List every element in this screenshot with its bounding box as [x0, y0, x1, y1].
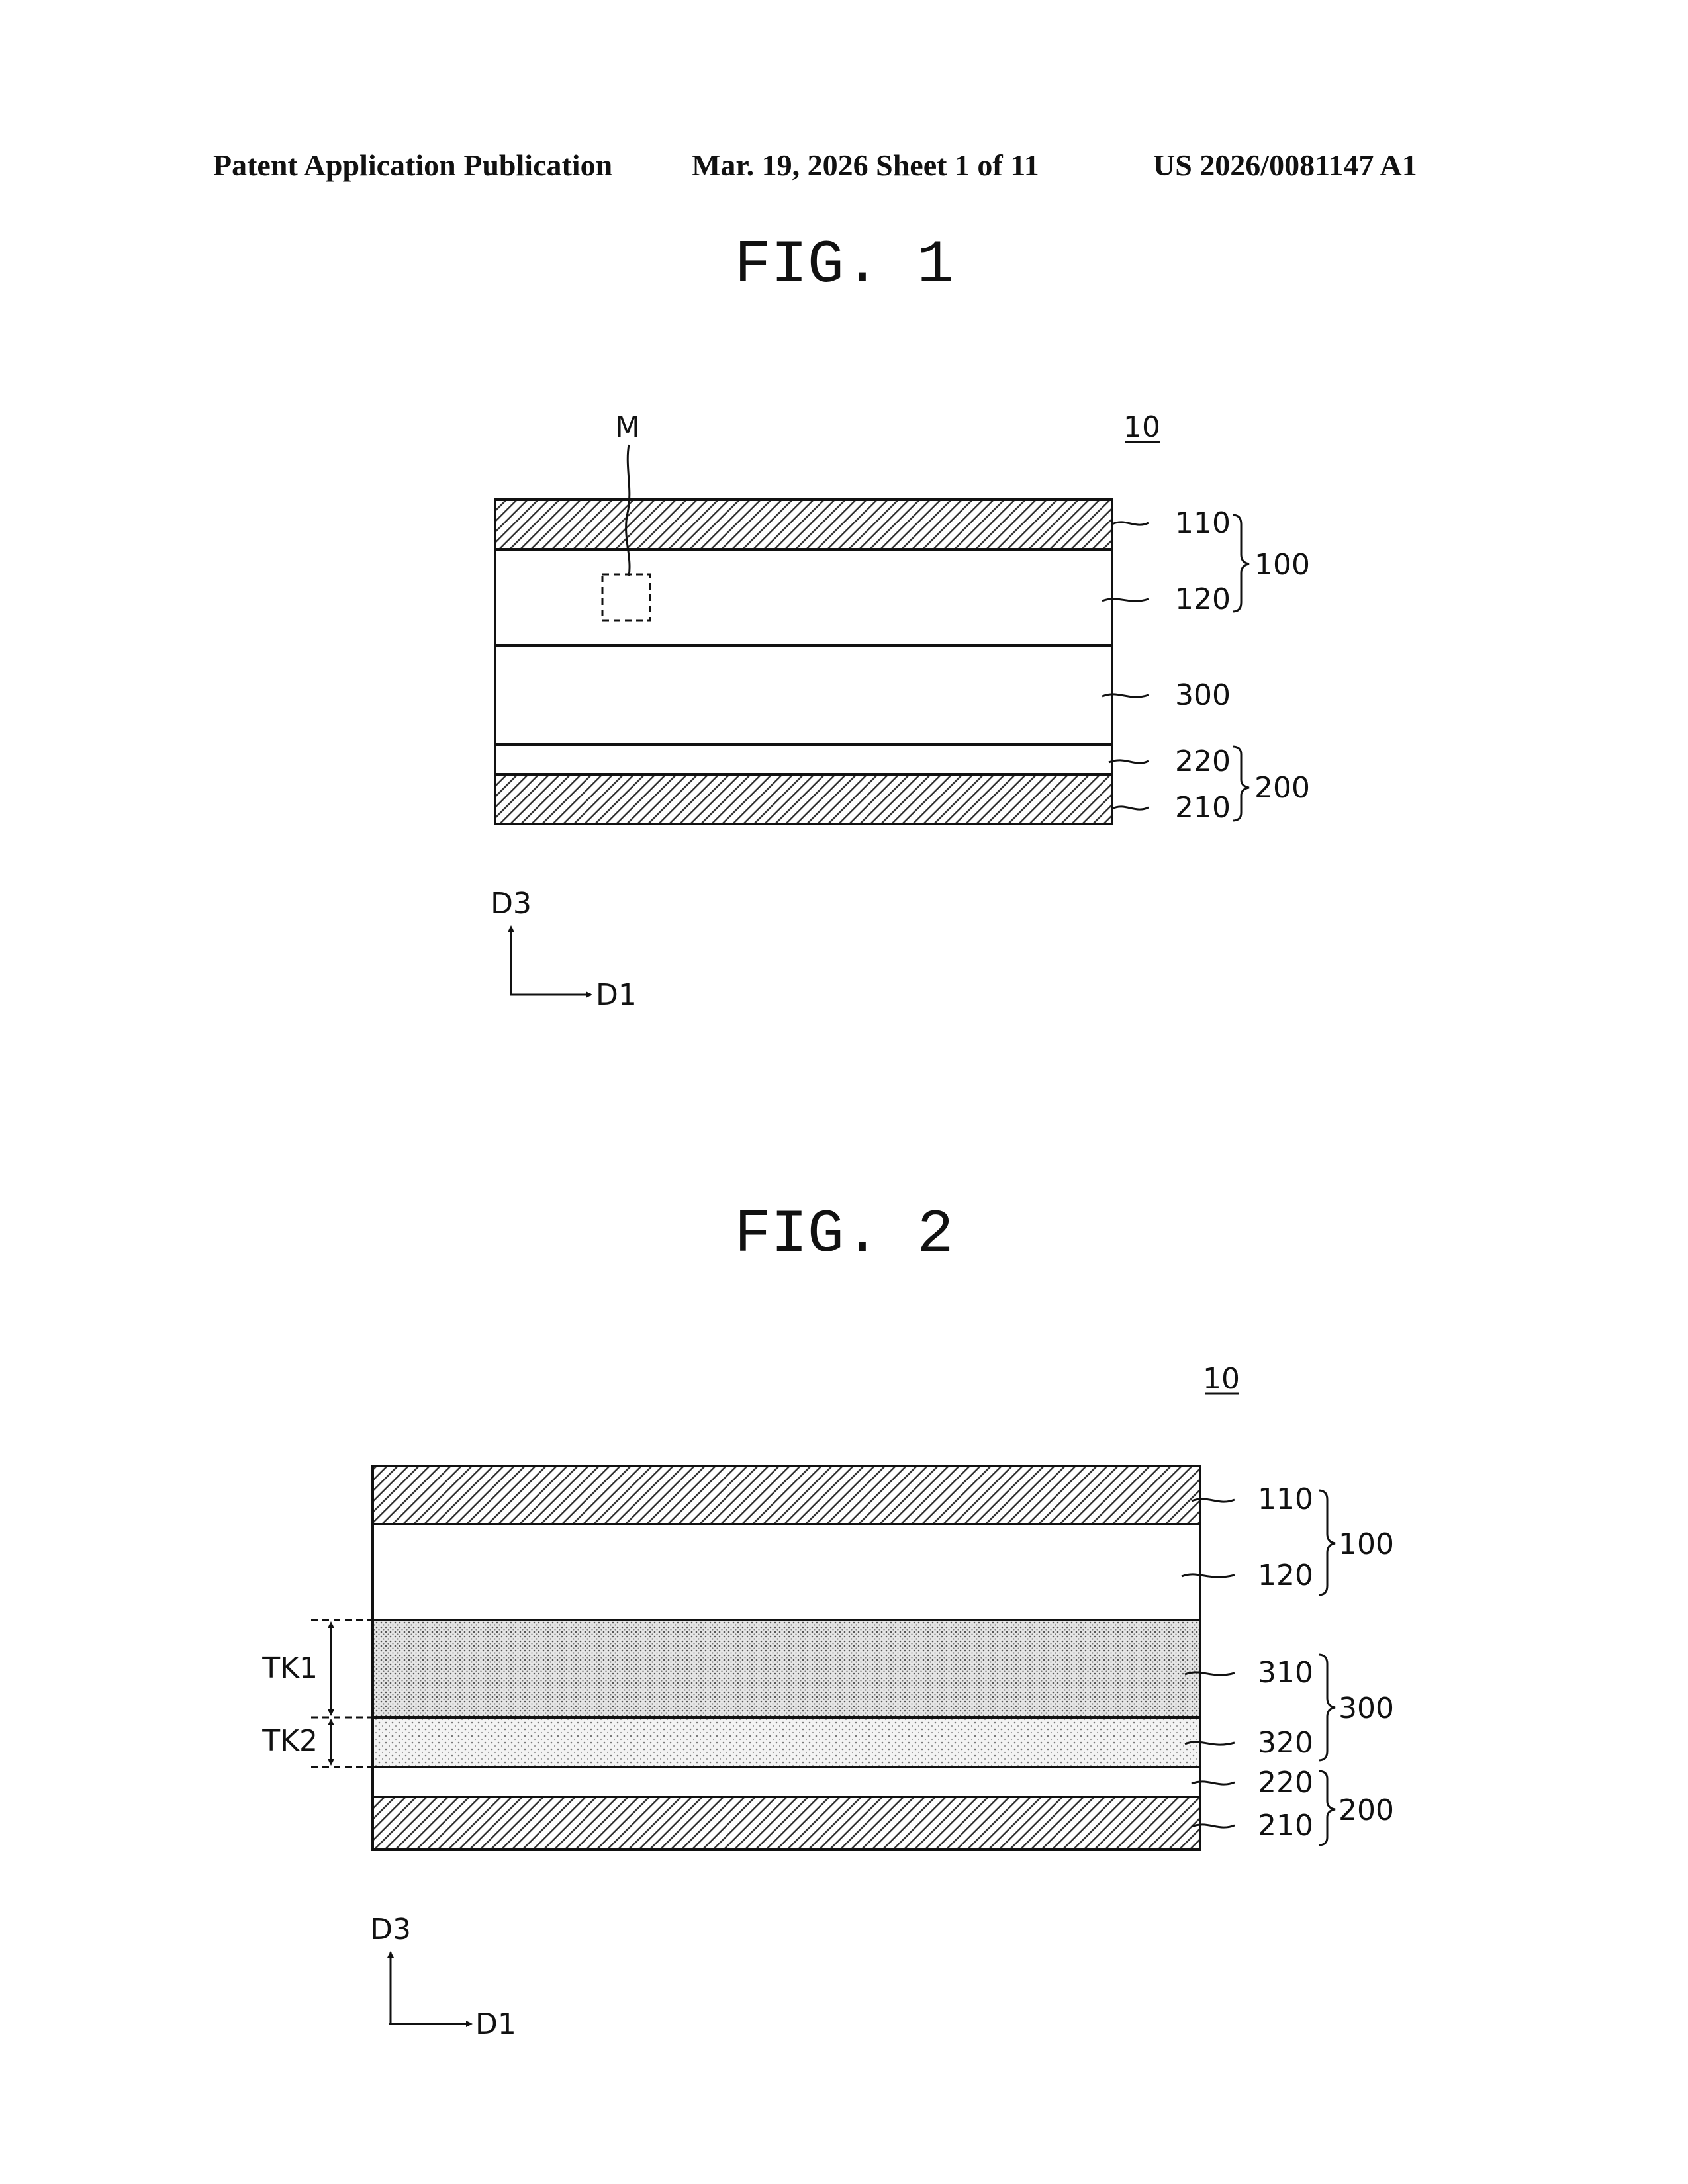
axis-d1-label: D1	[596, 978, 637, 1012]
brace-300	[1319, 1655, 1335, 1760]
figure-2: FIG. 2 10 TK1 TK2 110 120 310 320 220 2	[261, 1200, 1394, 2041]
layer-310	[373, 1620, 1200, 1717]
layer-300	[495, 645, 1112, 745]
layer-210	[373, 1797, 1200, 1850]
label-120: 120	[1175, 582, 1231, 616]
group-label-300: 300	[1338, 1692, 1394, 1725]
label-210: 210	[1175, 791, 1231, 825]
layer-320	[373, 1717, 1200, 1767]
layer-110	[495, 500, 1112, 549]
axis-d3-label: D3	[491, 887, 532, 921]
publication-type: Patent Application Publication	[213, 148, 612, 182]
brace-100	[1233, 515, 1249, 612]
label-310: 310	[1258, 1656, 1313, 1690]
figure-2-reference: 10	[1203, 1362, 1240, 1396]
layer-120	[373, 1524, 1200, 1620]
figure-2-title: FIG. 2	[734, 1200, 953, 1269]
group-label-200: 200	[1254, 771, 1310, 805]
label-320: 320	[1258, 1726, 1313, 1760]
figure-1-title: FIG. 1	[734, 230, 953, 300]
label-210: 210	[1258, 1809, 1313, 1843]
leader-210	[1112, 807, 1149, 809]
publication-number: US 2026/0081147 A1	[1153, 148, 1417, 182]
layer-120	[495, 549, 1112, 645]
layer-220	[495, 745, 1112, 774]
layer-220	[373, 1767, 1200, 1797]
label-220: 220	[1175, 745, 1231, 778]
tk2-label: TK2	[261, 1724, 318, 1758]
label-110: 110	[1258, 1482, 1313, 1516]
layer-110	[373, 1466, 1200, 1524]
layer-210	[495, 774, 1112, 824]
label-120: 120	[1258, 1559, 1313, 1592]
label-110: 110	[1175, 506, 1231, 540]
axis-d3-label: D3	[370, 1913, 411, 1946]
brace-200	[1319, 1771, 1335, 1845]
figure-1: FIG. 1 10 M 110 120 300 220 210 100 200	[491, 230, 1310, 1012]
date-and-sheet: Mar. 19, 2026 Sheet 1 of 11	[692, 148, 1039, 182]
label-300: 300	[1175, 678, 1231, 712]
label-220: 220	[1258, 1766, 1313, 1799]
leader-110	[1112, 522, 1149, 525]
axis-d1-label: D1	[475, 2007, 516, 2041]
group-label-100: 100	[1338, 1527, 1394, 1561]
figure-1-reference: 10	[1123, 410, 1160, 444]
page-header: Patent Application Publication Mar. 19, …	[213, 148, 1417, 182]
marker-label: M	[615, 410, 640, 444]
brace-200	[1233, 747, 1249, 821]
group-label-200: 200	[1338, 1794, 1394, 1827]
brace-100	[1319, 1490, 1335, 1595]
tk1-label: TK1	[261, 1651, 318, 1685]
group-label-100: 100	[1254, 548, 1310, 582]
leader-220	[1109, 760, 1149, 763]
